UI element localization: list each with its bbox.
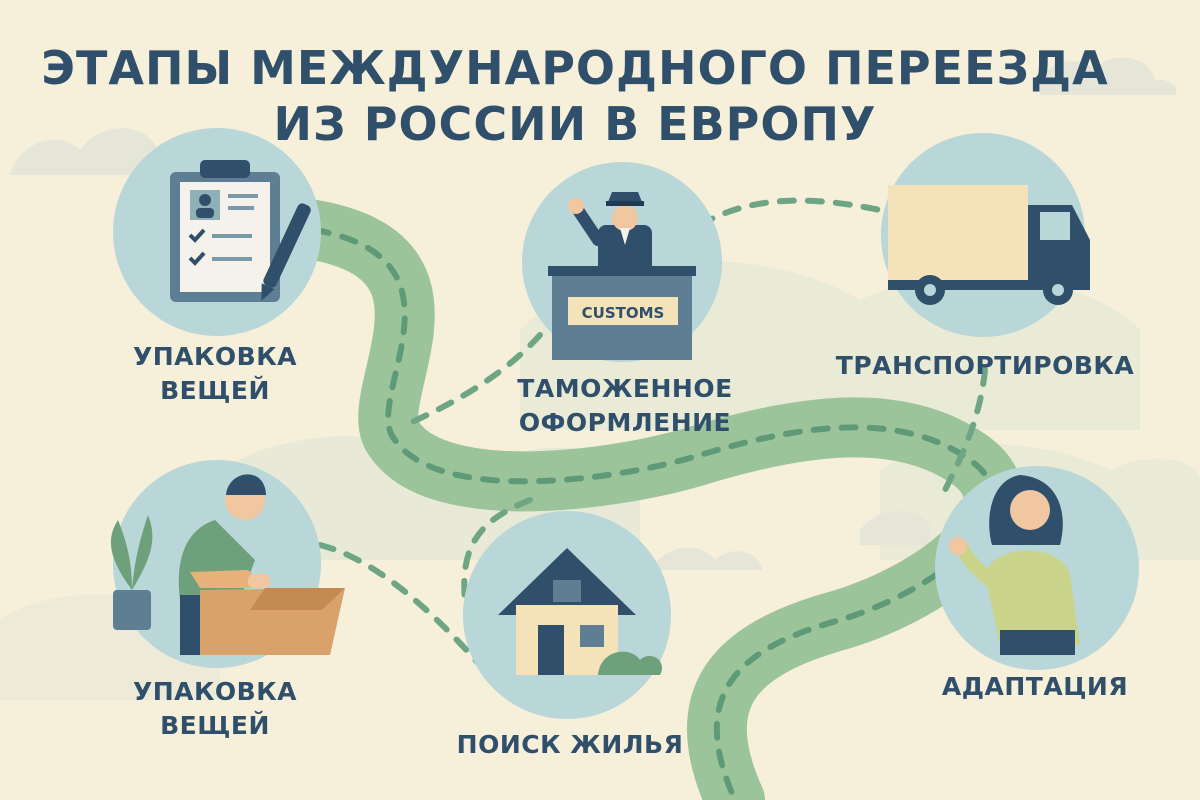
dashed-connectors [317, 197, 988, 668]
customs-sign-text: CUSTOMS [582, 304, 665, 322]
packing-box-icon [110, 474, 345, 655]
step-label-adaptation: АДАПТАЦИЯ [925, 670, 1145, 704]
step-label-customs: ТАМОЖЕННОЕ ОФОРМЛЕНИЕ [495, 372, 755, 440]
step-label-line-1: АДАПТАЦИЯ [941, 672, 1129, 701]
step-label-line-1: УПАКОВКА [132, 677, 298, 706]
step-label-packing-1: УПАКОВКА ВЕЩЕЙ [105, 340, 325, 408]
step-label-packing-2: УПАКОВКА ВЕЩЕЙ [105, 675, 325, 743]
step-label-line-1: УПАКОВКА [132, 342, 298, 371]
waving-woman-icon [949, 475, 1080, 655]
step-label-transport: ТРАНСПОРТИРОВКА [835, 349, 1135, 383]
step-label-line-1: ПОИСК ЖИЛЬЯ [456, 730, 684, 759]
step-label-line-2: ВЕЩЕЙ [160, 376, 270, 405]
step-label-housing: ПОИСК ЖИЛЬЯ [440, 728, 700, 762]
clipboard-document-icon [170, 160, 311, 302]
winding-road [285, 200, 1024, 800]
house-icon [498, 548, 662, 675]
background-clouds [10, 57, 1177, 570]
step-label-line-1: ТАМОЖЕННОЕ [517, 374, 733, 403]
customs-officer-icon [548, 192, 696, 360]
step-label-line-2: ВЕЩЕЙ [160, 711, 270, 740]
title-line-2: ИЗ РОССИИ В ЕВРОПУ [273, 97, 877, 151]
step-label-line-1: ТРАНСПОРТИРОВКА [835, 351, 1135, 380]
title-line-1: ЭТАПЫ МЕЖДУНАРОДНОГО ПЕРЕЕЗДА [41, 41, 1109, 95]
page-title: ЭТАПЫ МЕЖДУНАРОДНОГО ПЕРЕЕЗДА ИЗ РОССИИ … [0, 40, 1150, 152]
truck-icon [888, 185, 1090, 305]
step-label-line-2: ОФОРМЛЕНИЕ [518, 408, 732, 437]
